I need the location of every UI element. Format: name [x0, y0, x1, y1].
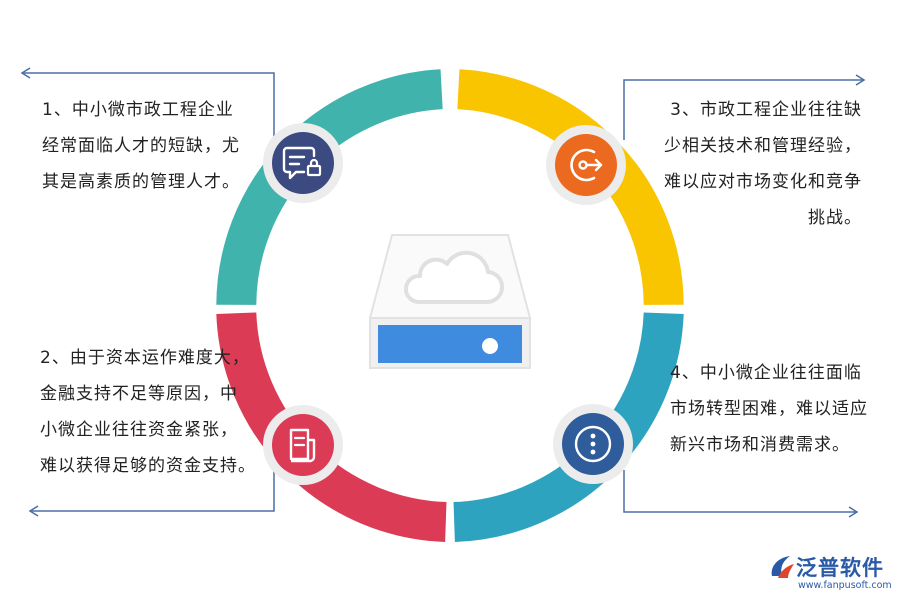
- item-2-line: 难以获得足够的资金支持。: [40, 456, 256, 476]
- more-dots-icon: [553, 404, 633, 484]
- item-3-text: 3、市政工程企业往往缺 少相关技术和管理经验， 难以应对市场变化和竞争 挑战。: [640, 92, 862, 236]
- connector-bottom-right: [623, 470, 859, 518]
- item-3-line: 3、市政工程企业往往缺: [670, 100, 862, 120]
- item-1-line: 其是高素质的管理人才。: [42, 172, 240, 192]
- connector-bottom-left: [28, 470, 275, 517]
- item-3-line: 少相关技术和管理经验，: [664, 136, 862, 156]
- item-1-line: 1、中小微市政工程企业: [42, 100, 234, 120]
- item-4-line: 市场转型困难，难以适应: [670, 399, 868, 419]
- connector-top-right: [623, 74, 866, 140]
- cloud-storage-icon: [368, 234, 532, 369]
- document-icon: [263, 405, 343, 485]
- item-4-line: 新兴市场和消费需求。: [670, 435, 850, 455]
- item-2-line: 小微企业往往资金紧张，: [40, 420, 238, 440]
- login-arrow-icon: [546, 125, 626, 205]
- item-1-line: 经常面临人才的短缺，尤: [42, 136, 240, 156]
- item-1-text: 1、中小微市政工程企业 经常面临人才的短缺，尤 其是高素质的管理人才。: [42, 92, 267, 200]
- logo-mark-icon: [771, 556, 794, 578]
- item-2-line: 金融支持不足等原因，中: [40, 384, 238, 404]
- item-3-line: 挑战。: [808, 208, 862, 228]
- logo-name: 泛普软件: [796, 556, 884, 580]
- connector-top-left: [20, 67, 275, 140]
- chat-lock-icon: [263, 123, 343, 203]
- logo-url: www.fanpusoft.com: [798, 580, 892, 591]
- brand-logo: 泛普软件 www.fanpusoft.com: [768, 548, 893, 596]
- item-4-text: 4、中小微企业往往面临 市场转型困难，难以适应 新兴市场和消费需求。: [670, 355, 885, 463]
- item-2-text: 2、由于资本运作难度大， 金融支持不足等原因，中 小微企业往往资金紧张， 难以获…: [40, 340, 270, 484]
- item-4-line: 4、中小微企业往往面临: [670, 363, 862, 383]
- item-2-line: 2、由于资本运作难度大，: [40, 348, 250, 368]
- item-3-line: 难以应对市场变化和竞争: [664, 172, 862, 192]
